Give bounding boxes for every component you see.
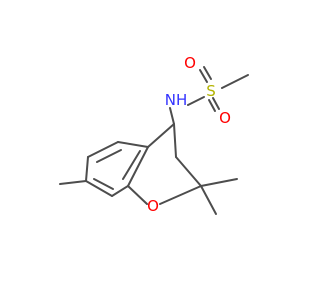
molecule-structure-diagram: NH S O O O (59, 54, 249, 215)
bond-c3-c2 (175, 156, 202, 187)
bond-s-o-bottom-b (212, 97, 220, 110)
bond-inner-c5-c6 (96, 149, 122, 163)
bond-s-o-top-a (199, 69, 208, 83)
bond-s-methyl (221, 74, 249, 89)
bond-inner-c8a-c4a (122, 150, 141, 180)
bond-c2-methyl-right (200, 178, 238, 187)
bond-c6-c7 (85, 156, 89, 182)
bond-o-c8a (127, 185, 148, 205)
bond-c4a-c5 (117, 141, 149, 148)
bond-n-s (187, 96, 205, 106)
bond-c5-c6 (87, 141, 119, 158)
bond-c8-c8a (111, 185, 129, 197)
bond-c7-c8 (85, 180, 113, 197)
bond-c8a-c4a (127, 146, 149, 187)
atom-oxygen-top-label: O (184, 54, 196, 72)
atom-nitrogen-label: NH (165, 91, 188, 109)
bond-s-o-bottom-a (208, 99, 216, 112)
bond-c2-methyl-down (200, 185, 217, 215)
bond-c7-methyl (59, 180, 87, 185)
bond-c4-c3 (173, 123, 177, 158)
atom-oxygen-bottom-label: O (219, 109, 231, 127)
bond-c4-c4a (147, 123, 175, 148)
bond-s-o-top-b (203, 66, 212, 80)
bond-c2-o (159, 185, 202, 205)
bond-n-c4 (169, 107, 175, 125)
atom-sulfur-label: S (206, 82, 216, 100)
atom-oxygen-ring-label: O (147, 197, 159, 215)
bond-inner-c7-c8 (93, 178, 114, 190)
